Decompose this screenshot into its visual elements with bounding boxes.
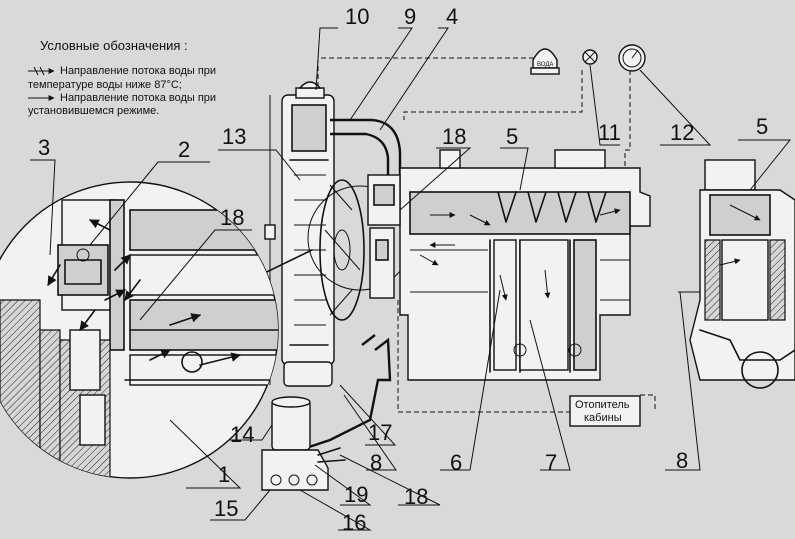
lower-hose	[299, 337, 392, 452]
flow-arrows-block	[419, 208, 621, 301]
callout-8-section: 8	[676, 448, 688, 473]
cylinder-head-ports	[497, 191, 607, 223]
thermostat-housing	[367, 174, 401, 299]
temperature-sensor-icon: ВОДА	[530, 48, 560, 75]
callout-17: 17	[368, 420, 392, 445]
engine-block	[399, 149, 651, 381]
legend-title: Условные обозначения :	[40, 38, 188, 53]
callout-18-top: 18	[442, 124, 466, 149]
callout-14: 14	[230, 422, 254, 447]
callout-5-engine: 5	[506, 124, 518, 149]
side-section	[678, 159, 795, 389]
radiator	[264, 94, 335, 387]
callout-12: 12	[670, 120, 694, 145]
callout-8-pump: 8	[370, 450, 382, 475]
water-pump	[261, 396, 346, 491]
cabin-heater-box: Отопитель кабины	[569, 395, 641, 427]
fan	[319, 179, 365, 321]
temperature-gauge-icon	[618, 44, 646, 72]
callout-15: 15	[214, 496, 238, 521]
callout-18-detail: 18	[220, 205, 244, 230]
legend-line-1a: Направление потока воды при	[60, 65, 216, 77]
callout-11: 11	[598, 120, 621, 145]
warning-lamp-icon	[582, 49, 598, 65]
callout-3: 3	[38, 135, 50, 160]
radiator-cap	[295, 81, 325, 99]
callout-13: 13	[222, 124, 246, 149]
callout-numbers: 10 9 4 13 18 11 12 5 5 3 2 18 14 1 17 8 …	[38, 4, 768, 535]
upper-hose-inner	[330, 132, 390, 200]
heater-label-1: Отопитель	[575, 399, 630, 411]
legend-line-2b: установившемся режиме.	[28, 105, 159, 117]
callout-18-bottom: 18	[404, 484, 428, 509]
detail-view-circle	[0, 181, 279, 479]
callout-5-section: 5	[756, 114, 768, 139]
callout-16: 16	[342, 510, 366, 535]
lower-hose-inlet	[361, 334, 376, 346]
legend: Условные обозначения : Направление поток…	[28, 38, 216, 117]
callout-1: 1	[218, 462, 230, 487]
legend-line-1b: температуре воды ниже 87°С;	[28, 79, 182, 91]
heater-label-2: кабины	[584, 412, 622, 424]
callout-4: 4	[446, 4, 458, 29]
callout-9: 9	[404, 4, 416, 29]
legend-line-2a: Направление потока воды при	[60, 92, 216, 104]
callout-7: 7	[545, 450, 557, 475]
legend-arrow-cold-icon	[28, 66, 55, 76]
callout-19: 19	[344, 482, 368, 507]
upper-hose	[330, 118, 402, 200]
leader-lines	[30, 27, 792, 531]
gauge-label: ВОДА	[537, 62, 553, 68]
callout-10: 10	[345, 4, 369, 29]
callout-6: 6	[450, 450, 462, 475]
callout-2: 2	[178, 137, 190, 162]
